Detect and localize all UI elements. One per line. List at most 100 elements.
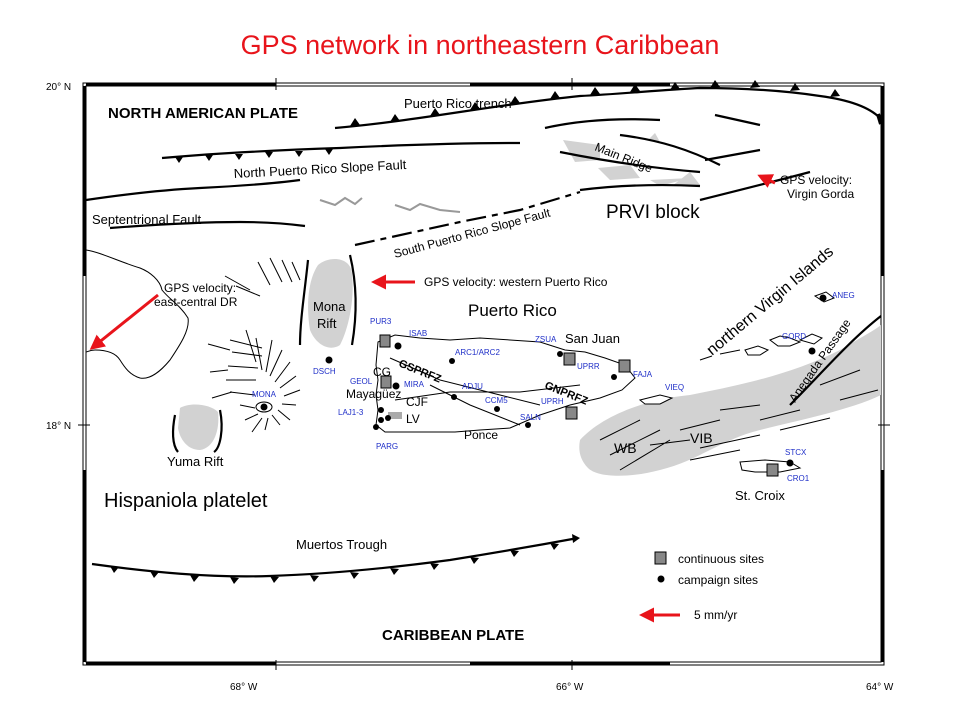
site-saln-marker [525, 422, 531, 428]
puerto-rico-trench [334, 80, 883, 130]
puerto-rico-fault-lines [389, 357, 581, 426]
label-mayaguez: Mayagüez [346, 387, 401, 401]
site-gord-marker [808, 347, 816, 355]
muertos-trough [91, 534, 580, 584]
site-label-adju: ADJU [462, 382, 483, 391]
site-uprh-marker [565, 406, 578, 420]
site-isab-marker [394, 342, 402, 350]
site-label-vieq: VIEQ [665, 383, 684, 392]
lon-64w-label: 64° W [866, 682, 894, 693]
yuma-rift-fault [171, 414, 179, 453]
site-geol-marker [380, 375, 392, 389]
site-label-parg: PARG [376, 442, 398, 451]
label-pr-trench: Puerto Rico trench [404, 96, 512, 111]
velocity-arrow-vg [757, 174, 776, 188]
site-label-uprr: UPRR [577, 362, 600, 371]
map-frame [78, 78, 890, 670]
site-adju-marker [451, 394, 457, 400]
legend-continuous-marker [654, 551, 667, 565]
site-ccm5-marker [494, 406, 500, 412]
site-aneg-marker [819, 294, 827, 302]
basin-faults [599, 369, 879, 471]
site-label-stcx: STCX [785, 448, 807, 457]
site-label-faja: FAJA [633, 370, 653, 379]
mona-fault-radial [207, 329, 301, 433]
label-cg: CG [373, 365, 391, 379]
site-label-uprh: UPRH [541, 397, 564, 406]
label-prvi-block: PRVI block [606, 202, 700, 223]
label-vib: VIB [690, 430, 713, 446]
hispaniola-coastline [85, 249, 189, 379]
lat-18n-label: 18° N [46, 421, 71, 432]
site-label-ccm5: CCM5 [485, 396, 508, 405]
gray-fault-marks [319, 196, 461, 213]
virgin-islands [638, 291, 836, 473]
label-san-juan: San Juan [565, 331, 620, 346]
sprs-fault [354, 190, 581, 247]
legend-campaign-label: campaign sites [678, 573, 758, 587]
site-label-aneg: ANEG [832, 291, 855, 300]
site-label-geol: GEOL [350, 377, 373, 386]
lat-20n-label: 20° N [46, 82, 71, 93]
label-vel-vg-1: GPS velocity: [780, 173, 852, 187]
label-mona-rift-2: Rift [317, 316, 337, 331]
site-vieq-marker [611, 374, 617, 380]
mona-rift-fault [298, 259, 310, 346]
page-title: GPS network in northeastern Caribbean [240, 30, 720, 60]
site-cro1-marker [786, 459, 794, 467]
dr-faults [224, 257, 301, 297]
mona-rift-fault-east [348, 254, 357, 346]
label-yuma-rift: Yuma Rift [167, 454, 224, 469]
label-mona-rift-1: Mona [313, 299, 346, 314]
site-label-mira: MIRA [404, 380, 425, 389]
label-caribbean-plate: CARIBBEAN PLATE [382, 627, 524, 644]
label-cjf: CJF [406, 395, 428, 409]
site-parg-marker [373, 424, 379, 430]
lon-68w-label: 68° W [230, 682, 258, 693]
site-label-isab: ISAB [409, 329, 427, 338]
continuous-sites [379, 334, 779, 565]
site-label-pur3: PUR3 [370, 317, 392, 326]
site-dsch-marker [325, 356, 333, 364]
site-mona-marker [260, 403, 268, 411]
yuma-rift-fault-east [213, 409, 223, 453]
site-label-gord: GORD [782, 332, 806, 341]
label-vel-dr-1: GPS velocity: [164, 281, 236, 295]
campaign-sites [260, 294, 827, 583]
site-label-arc: ARC1/ARC2 [455, 348, 500, 357]
label-puerto-rico: Puerto Rico [468, 301, 557, 320]
label-nprs-fault: North Puerto Rico Slope Fault [233, 157, 407, 181]
legend-continuous-label: continuous sites [678, 552, 764, 566]
velocity-arrow-dr [89, 293, 159, 350]
label-ponce: Ponce [464, 428, 498, 442]
site-laj2-marker [385, 415, 391, 421]
site-stcx-marker [766, 463, 779, 477]
main-ridge-faults [544, 113, 761, 192]
site-laj1-marker [378, 407, 384, 413]
site-faja-marker [618, 359, 631, 373]
label-north-american-plate: NORTH AMERICAN PLATE [108, 105, 298, 122]
label-muertos: Muertos Trough [296, 537, 387, 552]
label-hispaniola: Hispaniola platelet [104, 490, 268, 512]
label-vel-dr-2: east-central DR [154, 295, 238, 309]
site-mira-marker [392, 382, 400, 390]
label-wb: WB [614, 440, 637, 456]
label-vel-wpr: GPS velocity: western Puerto Rico [424, 275, 608, 289]
site-label-dsch: DSCH [313, 367, 336, 376]
nprs-fault [161, 141, 521, 163]
site-uprr-marker [563, 352, 576, 366]
label-septentrional: Septentrional Fault [92, 212, 202, 227]
label-vel-vg-2: Virgin Gorda [787, 187, 854, 201]
site-pur3-marker [379, 334, 391, 348]
label-sprs-fault: South Puerto Rico Slope Fault [392, 205, 552, 260]
label-lv: LV [406, 412, 420, 426]
site-label-mona: MONA [252, 390, 277, 399]
site-label-laj: LAJ1-3 [338, 408, 364, 417]
lon-66w-label: 66° W [556, 682, 584, 693]
septentrional-fault [85, 178, 306, 230]
site-label-saln: SALN [520, 413, 541, 422]
site-label-cro1: CRO1 [787, 474, 810, 483]
site-arc-marker [449, 358, 455, 364]
site-zsua-marker [557, 351, 563, 357]
legend-scale-label: 5 mm/yr [694, 608, 737, 622]
